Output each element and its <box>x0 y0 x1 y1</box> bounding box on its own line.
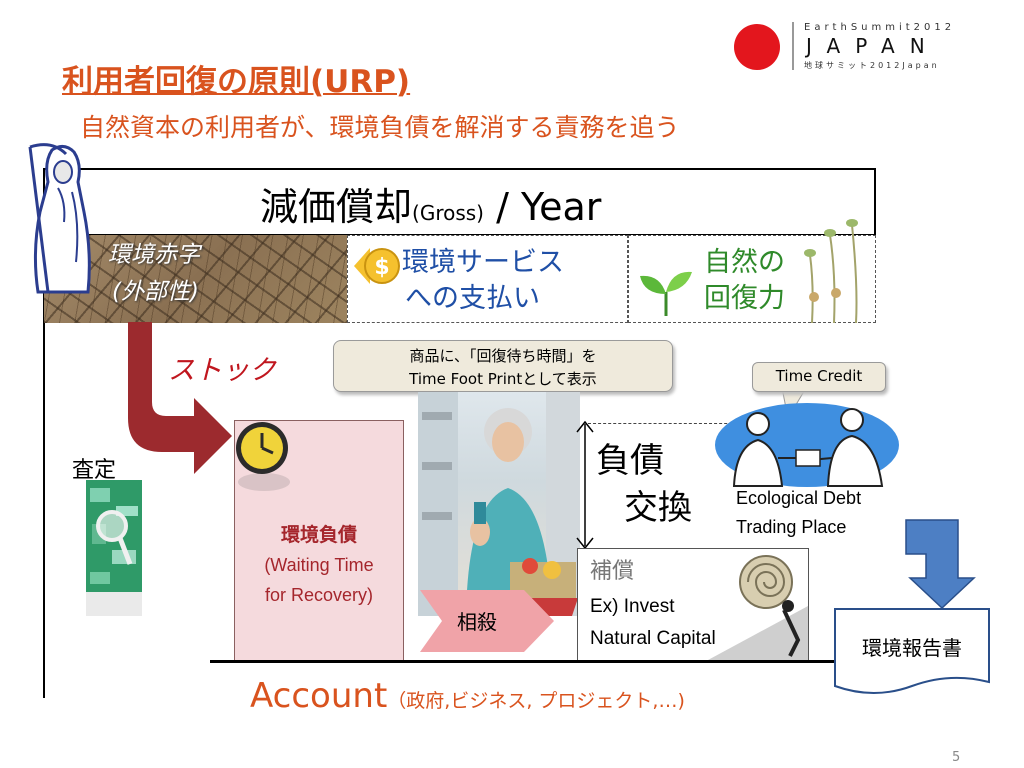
time-credit-bubble <box>752 362 886 392</box>
gross-depreciation-label: 減価償却(Gross) / Year <box>260 176 601 231</box>
env-debt-label: 環境負債 <box>280 524 357 546</box>
data-magnifier-icon <box>86 480 142 616</box>
payment-label: への支払い <box>405 283 540 314</box>
offset-label: 相殺 <box>457 610 497 634</box>
assessment-label: 査定 <box>72 458 117 483</box>
product-callout-line-2: Time Foot Printとして表示 <box>409 370 597 388</box>
gross-small: (Gross) <box>412 201 484 225</box>
externality-label: (外部性) <box>112 279 199 305</box>
nature-label: 自然の <box>704 247 785 278</box>
env-report-label: 環境報告書 <box>862 636 962 660</box>
grim-reaper-icon <box>28 143 91 294</box>
env-deficit-label: 環境赤字 <box>108 242 200 268</box>
shopper-figure <box>418 392 580 616</box>
slide-title: 利用者回復の原則(URP) <box>62 64 411 100</box>
account-main: Account <box>250 676 388 716</box>
coin-dollar-symbol: $ <box>374 255 389 280</box>
sprout-icon <box>640 271 692 316</box>
coin-arrow-icon: $ <box>354 248 400 284</box>
debt-label: 負債 <box>596 441 664 481</box>
trading-people-icon <box>715 403 899 487</box>
exchange-label: 交換 <box>624 488 692 528</box>
slide-subtitle: 自然資本の利用者が、環境負債を解消する責務を追う <box>80 113 680 142</box>
account-label: Account（政府,ビジネス, プロジェクト,…) <box>250 676 685 716</box>
stock-label: ストック <box>168 355 276 386</box>
compensation-title: 補償 <box>590 559 635 584</box>
sisyphus-boulder-icon <box>708 555 808 660</box>
report-arrow-icon <box>905 519 976 610</box>
logo-line-1: EarthSummit2012 <box>804 22 956 33</box>
stock-arrow-icon <box>128 322 232 474</box>
cracked-earth-image <box>44 235 347 323</box>
frame-divider <box>43 234 876 235</box>
recovery-label: 回復力 <box>704 283 785 314</box>
time-credit-label: Time Credit <box>775 367 863 385</box>
eco-debt-label: Ecological Debt <box>736 488 862 508</box>
natural-capital-label: Natural Capital <box>590 628 716 649</box>
gross-suffix: / Year <box>483 185 602 229</box>
rising-sun-logo-icon <box>734 24 780 70</box>
exchange-dashed-line <box>588 423 828 424</box>
env-service-label: 環境サービス <box>402 247 564 278</box>
clock-icon <box>236 422 290 491</box>
seedlings-icon <box>804 219 858 323</box>
frame-top-border <box>43 168 876 170</box>
frame-left-border <box>43 168 45 698</box>
trading-place-label: Trading Place <box>736 517 847 537</box>
offset-arrow-icon <box>420 590 554 652</box>
product-callout-line-1: 商品に、「回復待ち時間」を <box>409 347 597 365</box>
report-document-icon <box>834 608 990 694</box>
vertical-double-arrow <box>576 420 594 550</box>
product-callout-bubble <box>333 340 673 392</box>
page-number: 5 <box>952 750 961 765</box>
gross-main: 減価償却 <box>260 185 413 229</box>
logo-divider <box>792 22 794 70</box>
account-sub: （政府,ビジネス, プロジェクト,…) <box>387 690 685 712</box>
for-recovery-label: for Recovery) <box>264 585 374 605</box>
logo-line-2: JAPAN <box>806 34 940 58</box>
invest-label: Ex) Invest <box>590 596 675 617</box>
waiting-time-label: (Waiting Time <box>264 555 374 575</box>
frame-right-border <box>874 168 876 234</box>
logo-line-3: 地球サミット2012Japan <box>804 61 940 70</box>
account-baseline <box>210 660 840 663</box>
